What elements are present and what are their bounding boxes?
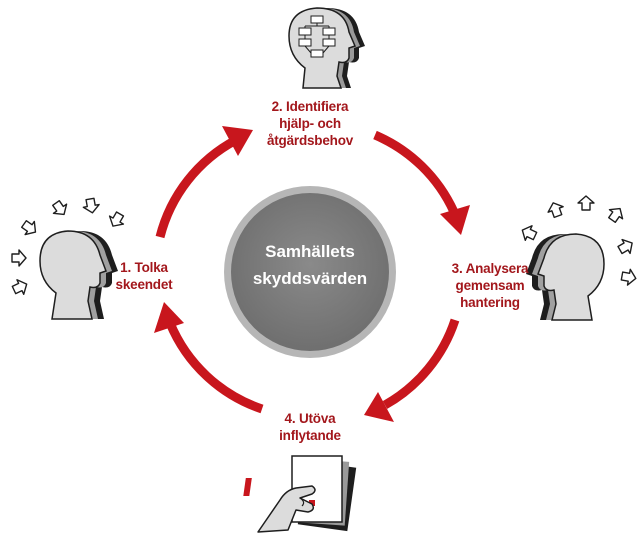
step-4-line-1: 4. Utöva (284, 411, 336, 426)
arrow-step2-to-step3 (373, 130, 470, 235)
head-thinking-org-chart-icon (288, 7, 365, 89)
center-title-line2: skyddsvärden (252, 269, 368, 288)
step-3-line-1: 3. Analysera (451, 261, 529, 276)
arrow-step3-to-step4 (364, 318, 460, 422)
step-2-line-2: hjälp- och (279, 116, 341, 131)
head-receiving-signals-icon (11, 197, 125, 320)
step-1-label: 1. Tolka skeendet (104, 259, 184, 293)
step-2-line-3: åtgärdsbehov (266, 133, 354, 148)
step-3-line-2: gemensam (455, 278, 525, 293)
arrow-step1-to-step2 (155, 126, 253, 239)
hand-holding-warning-document-icon (243, 455, 357, 533)
step-1-line-2: skeendet (115, 277, 173, 292)
cycle-arrows (154, 126, 470, 422)
outgoing-signal-arrows (521, 195, 637, 286)
center-title-line1: Samhällets (265, 242, 355, 261)
arrow-step4-to-step1 (154, 302, 264, 414)
step-3-label: 3. Analysera gemensam hantering (440, 260, 540, 311)
head-sending-signals-icon (521, 195, 637, 321)
step-3-line-3: hantering (460, 295, 520, 310)
step-2-line-1: 2. Identifiera (271, 99, 349, 114)
step-1-line-1: 1. Tolka (120, 260, 168, 275)
center-title: Samhällets skyddsvärden (232, 238, 388, 292)
incoming-signal-arrows (11, 197, 125, 295)
step-2-label: 2. Identifiera hjälp- och åtgärdsbehov (250, 98, 370, 149)
center-disc (224, 186, 396, 358)
step-4-label: 4. Utöva inflytande (262, 410, 358, 444)
step-4-line-2: inflytande (279, 428, 341, 443)
